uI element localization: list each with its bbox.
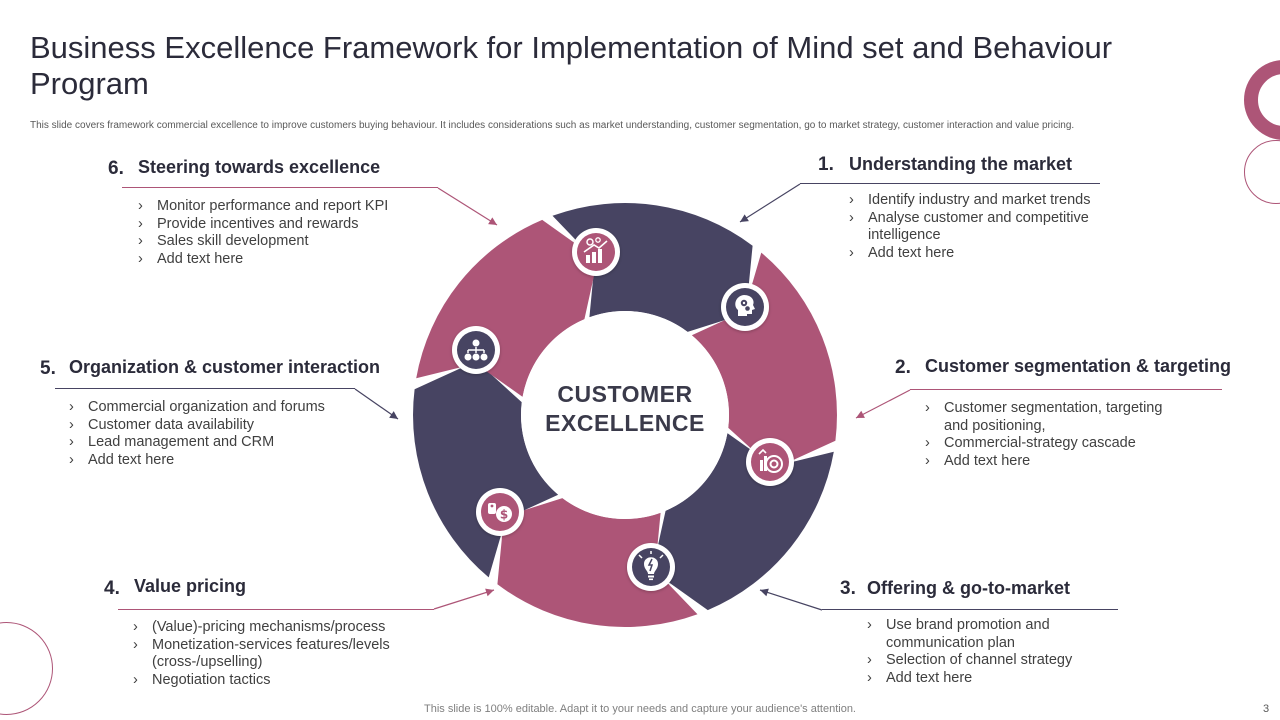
- slide-title: Business Excellence Framework for Implem…: [30, 30, 1113, 101]
- bullet-item: Add text here: [925, 453, 1175, 471]
- heading-underline: [55, 388, 355, 389]
- dollar-tag-icon: $: [476, 488, 524, 536]
- bullet-list: Customer segmentation, targeting and pos…: [925, 400, 1175, 470]
- connector-4: [433, 589, 495, 610]
- section-number: 2.: [895, 357, 911, 378]
- bullet-item: Add text here: [867, 670, 1087, 688]
- connector-6: [437, 187, 498, 226]
- bullet-item: Lead management and CRM: [69, 434, 369, 452]
- center-label-line2: EXCELLENCE: [545, 410, 705, 436]
- bullet-item: Add text here: [138, 251, 438, 269]
- connector-3-arrowhead: [760, 588, 769, 597]
- section-heading: Offering & go-to-market: [867, 578, 1071, 598]
- center-label: CUSTOMER EXCELLENCE: [525, 380, 725, 438]
- section-heading: Organization & customer interaction: [69, 357, 381, 377]
- bullet-item: Sales skill development: [138, 233, 438, 251]
- section-heading: Value pricing: [134, 576, 247, 596]
- slide-subtitle: This slide covers framework commercial e…: [30, 120, 1075, 131]
- head-gears-icon: [721, 283, 769, 331]
- center-label-line1: CUSTOMER: [557, 381, 693, 407]
- bullet-item: Add text here: [849, 245, 1109, 263]
- section-number: 6.: [108, 158, 124, 179]
- bullet-item: Add text here: [69, 452, 369, 470]
- ring-segment-4: [497, 498, 698, 627]
- section-number: 4.: [104, 578, 120, 599]
- section-heading: Steering towards excellence: [138, 157, 381, 177]
- bullet-item: (Value)-pricing mechanisms/process: [133, 619, 403, 637]
- section-number: 1.: [818, 154, 834, 175]
- ring-segment-5: [413, 361, 559, 578]
- bullet-item: Use brand promotion and communication pl…: [867, 617, 1087, 652]
- connector-6-arrowhead: [488, 217, 497, 225]
- ring-segment-3: [652, 433, 834, 611]
- bullet-item: Negotiation tactics: [133, 672, 403, 690]
- heading-underline: [822, 609, 1118, 610]
- bullet-item: Analyse customer and competitive intelli…: [849, 210, 1109, 245]
- bullet-list: Use brand promotion and communication pl…: [867, 617, 1087, 687]
- bullet-list: Identify industry and market trends Anal…: [849, 192, 1109, 262]
- connector-5: [354, 388, 399, 420]
- growth-chart-gears-icon: [572, 228, 620, 276]
- page-number: 3: [1263, 703, 1270, 715]
- bullet-list: Commercial organization and forums Custo…: [69, 399, 369, 469]
- connector-1: [739, 183, 801, 223]
- bullet-item: Customer data availability: [69, 417, 369, 435]
- bullet-list: Monitor performance and report KPI Provi…: [138, 198, 438, 268]
- bullet-item: Selection of channel strategy: [867, 652, 1087, 670]
- bullet-item: Commercial organization and forums: [69, 399, 369, 417]
- connector-1-arrowhead: [740, 214, 749, 222]
- svg-text:$: $: [500, 508, 508, 522]
- bullet-item: Identify industry and market trends: [849, 192, 1109, 210]
- bullet-item: Customer segmentation, targeting and pos…: [925, 400, 1175, 435]
- section-heading: Understanding the market: [849, 154, 1073, 174]
- target-chart-icon: [746, 438, 794, 486]
- section-number: 5.: [40, 358, 56, 379]
- bullet-item: Monetization-services features/levels (c…: [133, 637, 403, 672]
- heading-underline: [118, 609, 434, 610]
- heading-underline: [800, 183, 1100, 184]
- connector-4-arrowhead: [485, 588, 494, 597]
- connector-2: [855, 389, 911, 419]
- connector-5-arrowhead: [389, 411, 398, 419]
- center-circle: [521, 311, 729, 519]
- section-heading: Customer segmentation & targeting: [925, 356, 1232, 376]
- footer-note: This slide is 100% editable. Adapt it to…: [424, 703, 856, 715]
- connector-2-arrowhead: [856, 410, 865, 418]
- bullet-item: Commercial-strategy cascade: [925, 435, 1175, 453]
- lightbulb-icon: [627, 543, 675, 591]
- bullet-item: Provide incentives and rewards: [138, 216, 438, 234]
- heading-underline: [910, 389, 1222, 390]
- org-chart-icon: [452, 326, 500, 374]
- heading-underline: [122, 187, 438, 188]
- bullet-item: Monitor performance and report KPI: [138, 198, 438, 216]
- bullet-list: (Value)-pricing mechanisms/process Monet…: [133, 619, 403, 689]
- section-number: 3.: [840, 578, 856, 599]
- ring-segment-2: [691, 252, 837, 469]
- connector-3: [759, 589, 823, 611]
